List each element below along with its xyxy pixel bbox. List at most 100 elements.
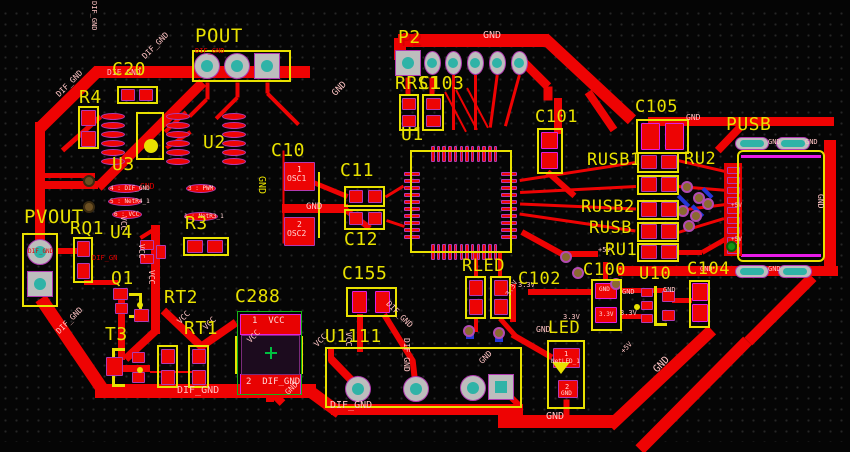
pad[interactable] xyxy=(641,123,660,150)
copper-trace[interactable] xyxy=(528,289,592,295)
pad[interactable] xyxy=(510,51,528,75)
pad[interactable] xyxy=(101,122,125,129)
pad[interactable] xyxy=(595,307,617,323)
pad[interactable] xyxy=(541,132,558,149)
pad[interactable] xyxy=(641,177,657,192)
pad[interactable] xyxy=(101,140,125,147)
designator-label-led[interactable]: LED xyxy=(548,318,581,338)
pad[interactable] xyxy=(661,245,677,259)
pad[interactable] xyxy=(501,207,517,211)
copper-trace[interactable] xyxy=(824,140,836,272)
designator-label-r3[interactable]: R3 xyxy=(185,213,208,234)
pad[interactable] xyxy=(470,146,475,162)
pad[interactable] xyxy=(453,146,458,162)
pad[interactable] xyxy=(501,214,517,218)
component-outline[interactable] xyxy=(637,152,679,173)
pad[interactable] xyxy=(403,376,429,402)
component-outline[interactable] xyxy=(465,276,486,319)
copper-trace[interactable] xyxy=(398,33,548,47)
pad[interactable] xyxy=(641,288,653,297)
pad[interactable] xyxy=(192,349,206,364)
designator-label-rusb2[interactable]: RUSB2 xyxy=(581,197,635,217)
via[interactable] xyxy=(83,201,95,213)
component-outline[interactable] xyxy=(636,119,689,154)
pad[interactable] xyxy=(662,310,675,321)
copper-trace[interactable] xyxy=(57,248,77,254)
designator-label-rrs1[interactable]: RRS1 xyxy=(395,73,441,94)
pad[interactable] xyxy=(476,146,481,162)
designator-label-u10[interactable]: U10 xyxy=(639,264,672,284)
copper-trace[interactable] xyxy=(648,116,834,126)
copper-trace[interactable] xyxy=(205,82,209,99)
copper-trace[interactable] xyxy=(678,249,702,255)
pad[interactable] xyxy=(254,53,280,79)
pad[interactable] xyxy=(134,309,149,322)
designator-label-u3[interactable]: U3 xyxy=(112,154,135,175)
component-outline[interactable] xyxy=(325,347,522,408)
pad[interactable] xyxy=(368,190,382,203)
copper-trace[interactable] xyxy=(618,266,838,276)
pad[interactable] xyxy=(140,254,154,264)
pad[interactable] xyxy=(368,212,382,225)
component-outline[interactable] xyxy=(157,345,178,388)
pad[interactable] xyxy=(404,200,420,204)
pad[interactable] xyxy=(108,184,142,193)
via[interactable] xyxy=(690,210,702,222)
component-outline[interactable] xyxy=(78,106,99,149)
pad[interactable] xyxy=(665,123,684,150)
designator-label-ru1[interactable]: RU1 xyxy=(605,240,638,260)
pad[interactable] xyxy=(222,122,246,129)
component-outline[interactable] xyxy=(410,150,512,253)
pad[interactable] xyxy=(662,291,675,302)
designator-label-u4[interactable]: U4 xyxy=(110,222,133,243)
pad[interactable] xyxy=(166,113,190,120)
pad[interactable] xyxy=(404,214,420,218)
pad[interactable] xyxy=(460,375,486,401)
component-outline[interactable] xyxy=(188,345,209,388)
copper-trace[interactable] xyxy=(45,181,98,189)
pad[interactable] xyxy=(501,200,517,204)
designator-label-rt2[interactable]: RT2 xyxy=(164,287,199,308)
designator-label-rusb[interactable]: RUSB xyxy=(589,218,632,238)
pad[interactable] xyxy=(426,98,441,110)
copper-trace[interactable] xyxy=(107,364,150,372)
pad[interactable] xyxy=(284,217,315,246)
pad[interactable] xyxy=(222,113,246,120)
pad[interactable] xyxy=(132,352,145,363)
designator-label-c20[interactable]: C20 xyxy=(112,59,147,80)
pad[interactable] xyxy=(488,146,492,162)
pad[interactable] xyxy=(661,177,677,192)
pad[interactable] xyxy=(494,299,508,315)
component-outline[interactable] xyxy=(192,50,291,82)
copper-trace[interactable] xyxy=(543,86,553,100)
designator-label-c155[interactable]: C155 xyxy=(342,263,388,284)
pad[interactable] xyxy=(404,179,420,183)
pad[interactable] xyxy=(541,152,558,169)
pad[interactable] xyxy=(402,98,416,110)
designator-label-u2[interactable]: U2 xyxy=(203,132,226,153)
pad[interactable] xyxy=(426,115,441,127)
pad[interactable] xyxy=(106,357,123,376)
designator-label-pusb[interactable]: PUSB xyxy=(726,114,772,135)
pad[interactable] xyxy=(222,149,246,156)
pad[interactable] xyxy=(156,245,166,259)
pad[interactable] xyxy=(448,146,452,162)
designator-label-u1111[interactable]: U1111 xyxy=(325,326,382,347)
via[interactable] xyxy=(725,240,737,252)
pad[interactable] xyxy=(194,53,220,79)
pad[interactable] xyxy=(727,187,740,194)
copper-trace[interactable] xyxy=(35,122,45,250)
designator-label-c100[interactable]: C100 xyxy=(583,260,626,280)
pad[interactable] xyxy=(436,146,441,162)
pad[interactable] xyxy=(431,146,435,162)
component-outline[interactable] xyxy=(399,94,419,131)
pad[interactable] xyxy=(501,179,517,183)
pad[interactable] xyxy=(404,172,420,176)
component-outline[interactable] xyxy=(346,287,397,317)
pad[interactable] xyxy=(404,235,420,239)
designator-label-rq1[interactable]: RQ1 xyxy=(70,218,105,239)
pad[interactable] xyxy=(501,221,517,225)
component-outline[interactable] xyxy=(422,94,444,131)
pad[interactable] xyxy=(222,158,246,165)
designator-label-c10[interactable]: C10 xyxy=(271,140,306,161)
